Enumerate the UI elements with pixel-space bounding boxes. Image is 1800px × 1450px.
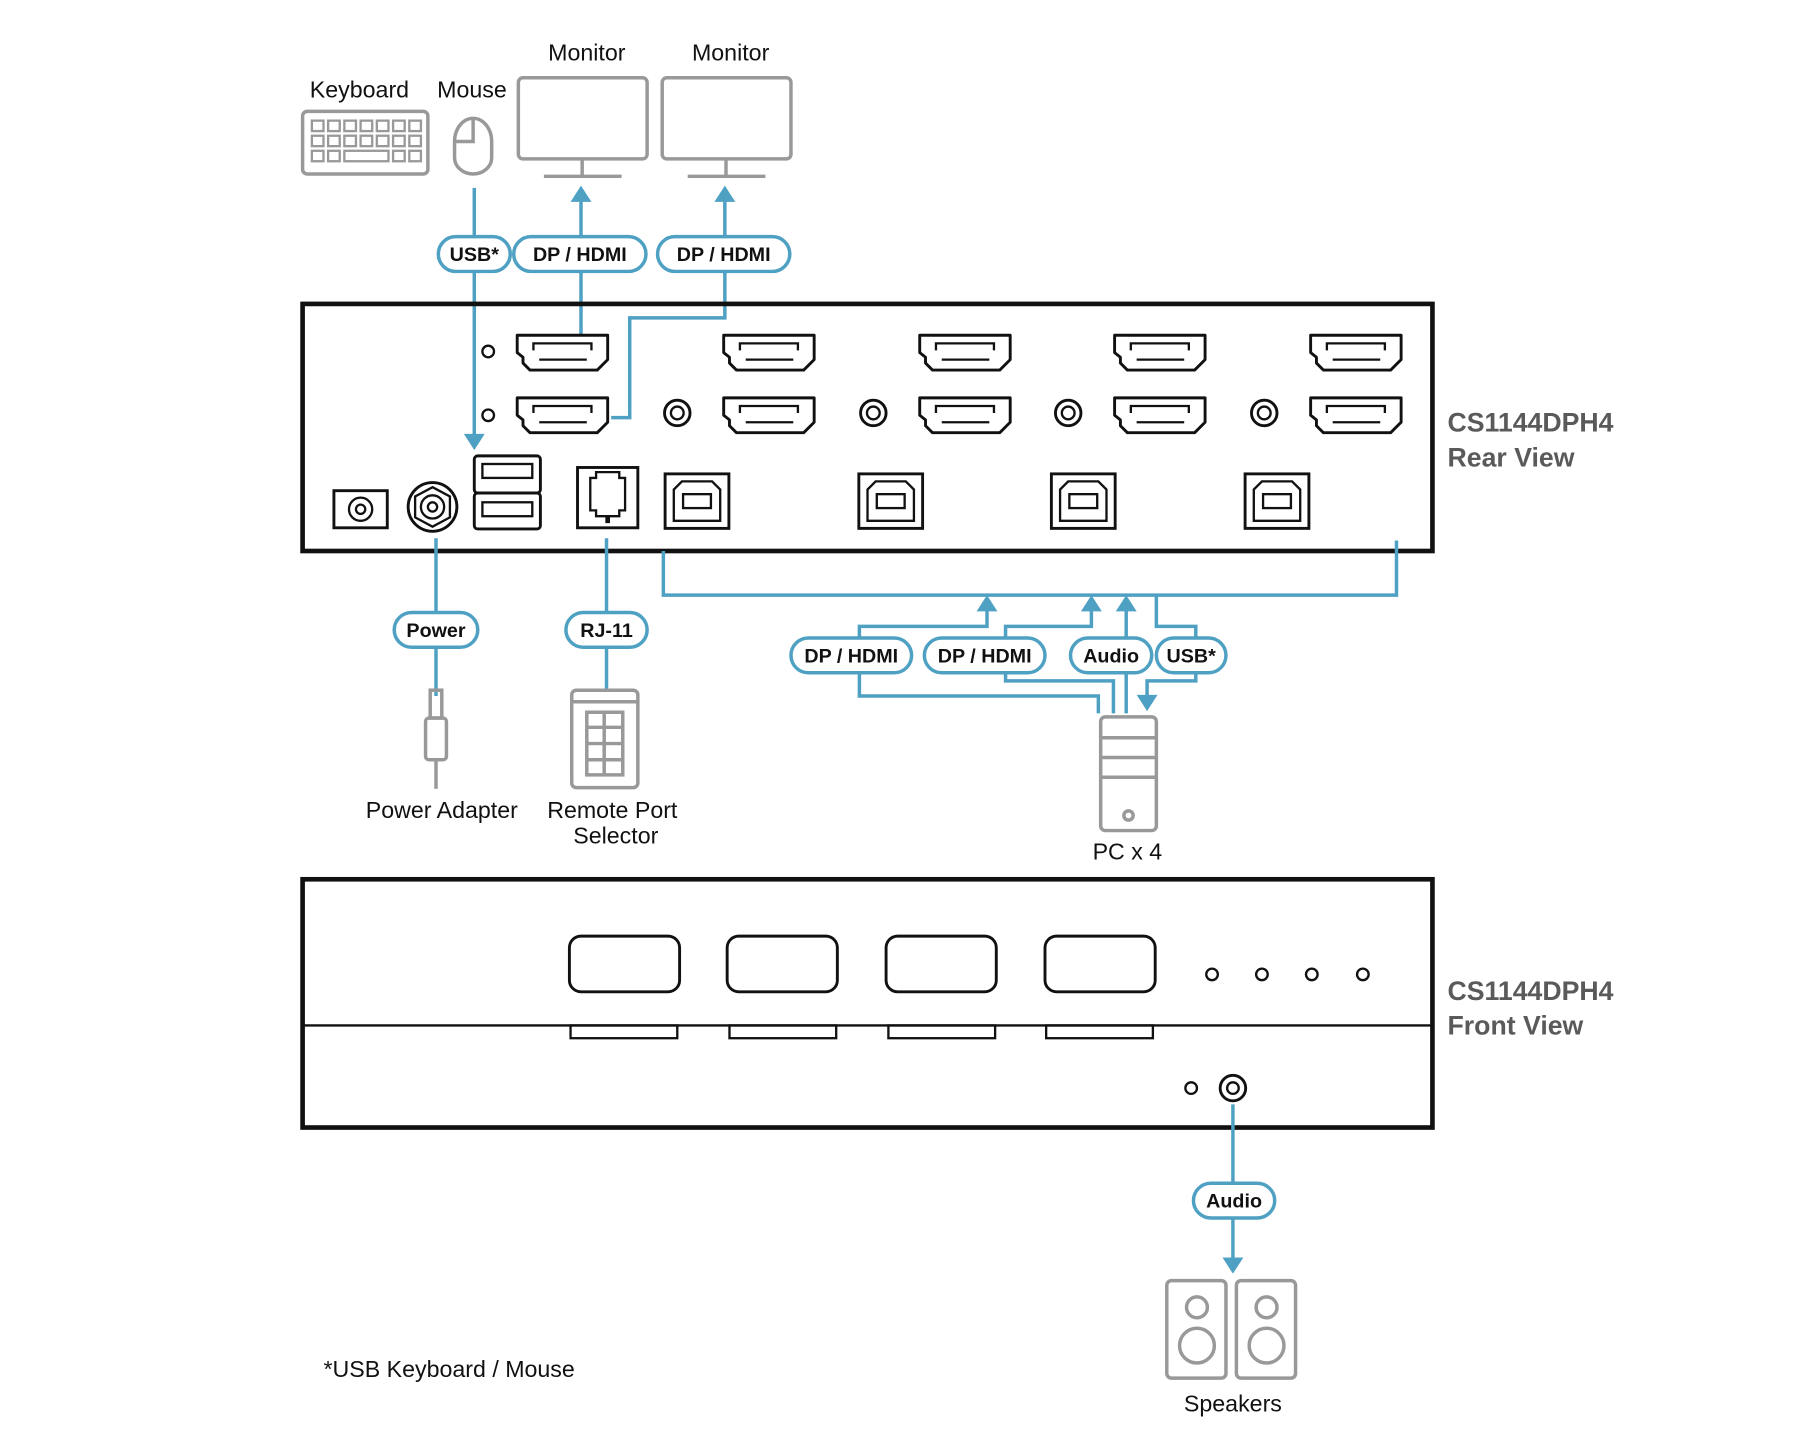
audio-jack — [663, 398, 692, 428]
port-select-buttons — [567, 934, 1157, 1040]
hdmi-port — [722, 396, 816, 435]
power-adapter-label: Power Adapter — [366, 797, 518, 823]
pc-tower-icon — [1098, 715, 1159, 833]
cable-label-dp-top-1: DP / HDMI — [511, 234, 648, 274]
port-button-1 — [567, 934, 682, 994]
power-adapter-icon — [423, 688, 449, 789]
monitor-1-label: Monitor — [548, 39, 626, 65]
dp-cable-monitor-2 — [611, 185, 736, 420]
arrow-up-icon — [1115, 595, 1137, 612]
pc-cable-bus — [661, 540, 1399, 714]
arrow-up-icon — [976, 595, 998, 612]
pc-label: PC x 4 — [1093, 839, 1163, 865]
arrow-down-icon — [463, 433, 485, 451]
usb-b-port — [663, 472, 731, 530]
front-panel — [300, 876, 1435, 1130]
monitor-2-label: Monitor — [692, 39, 770, 65]
monitor-icon — [516, 75, 649, 179]
usb-b-port — [1049, 472, 1117, 530]
svg-text:USB*: USB* — [450, 244, 500, 266]
port-leds — [1205, 967, 1370, 982]
svg-text:DP / HDMI: DP / HDMI — [533, 244, 627, 266]
audio-jack — [1053, 398, 1083, 428]
keyboard-icon — [300, 109, 430, 176]
remote-port-label-1: Remote Port — [547, 797, 678, 823]
rj11-cable: RJ-11 — [564, 538, 649, 691]
hdmi-port-console-2 — [515, 396, 610, 435]
svg-text:DP / HDMI: DP / HDMI — [804, 645, 898, 667]
power-jack — [332, 489, 389, 530]
mouse-icon — [452, 116, 494, 176]
audio-jack — [1250, 398, 1279, 428]
speakers-icon — [1165, 1278, 1298, 1380]
rear-model-label: CS1144DPH4 — [1448, 408, 1614, 438]
arrow-down-icon — [1136, 694, 1158, 712]
cable-label-pc-audio: Audio — [1068, 636, 1154, 675]
audio-led — [1184, 1081, 1199, 1096]
hdmi-port-console-1 — [515, 333, 610, 372]
usb-b-port — [1243, 472, 1311, 530]
port-button-4 — [1043, 934, 1157, 994]
usb-a-ports — [472, 454, 542, 531]
usb-b-port — [857, 472, 925, 530]
rear-panel — [300, 301, 1435, 554]
front-view-label: Front View — [1448, 1011, 1584, 1041]
power-cable: Power — [392, 538, 480, 696]
cable-label-dp-top-2: DP / HDMI — [655, 234, 792, 274]
front-audio-cable: Audio — [1191, 1104, 1277, 1274]
svg-text:DP / HDMI: DP / HDMI — [677, 244, 771, 266]
arrow-down-icon — [1222, 1257, 1244, 1274]
cable-label-front-audio: Audio — [1206, 1191, 1262, 1213]
svg-text:Audio: Audio — [1083, 645, 1139, 667]
hdmi-port — [722, 333, 816, 372]
power-connector — [406, 481, 459, 533]
hdmi-port — [1113, 333, 1207, 372]
svg-text:USB*: USB* — [1167, 645, 1217, 667]
footnote: *USB Keyboard / Mouse — [323, 1356, 574, 1382]
hdmi-port — [1309, 333, 1403, 372]
rear-view-label: Rear View — [1448, 442, 1575, 472]
arrow-up-icon — [570, 185, 592, 202]
keyboard-label: Keyboard — [310, 76, 409, 102]
hdmi-port — [918, 396, 1012, 435]
arrow-up-icon — [714, 185, 736, 202]
arrow-up-icon — [1080, 595, 1102, 612]
cable-label-power: Power — [406, 620, 465, 642]
svg-text:DP / HDMI: DP / HDMI — [938, 645, 1032, 667]
cable-label-pc-dp-1: DP / HDMI — [789, 636, 914, 675]
cable-label-rj11: RJ-11 — [580, 620, 633, 642]
hdmi-port — [918, 333, 1012, 372]
monitor-icon — [660, 75, 793, 179]
cable-label-usb-top: USB* — [436, 234, 512, 274]
cable-label-pc-dp-2: DP / HDMI — [922, 636, 1047, 675]
front-model-label: CS1144DPH4 — [1448, 976, 1614, 1006]
rj11-port — [576, 466, 640, 530]
cable-label-pc-usb: USB* — [1154, 636, 1228, 675]
remote-port-selector-icon — [569, 688, 640, 790]
port-button-3 — [884, 934, 998, 994]
front-audio-jack — [1218, 1073, 1248, 1103]
port-button-2 — [725, 934, 839, 994]
speakers-label: Speakers — [1184, 1391, 1282, 1417]
hdmi-port — [1309, 396, 1403, 435]
hdmi-port — [1113, 396, 1207, 435]
remote-port-label-2: Selector — [573, 822, 658, 848]
usb-cable-top — [463, 187, 485, 451]
mouse-label: Mouse — [437, 76, 507, 102]
audio-jack — [859, 398, 888, 428]
